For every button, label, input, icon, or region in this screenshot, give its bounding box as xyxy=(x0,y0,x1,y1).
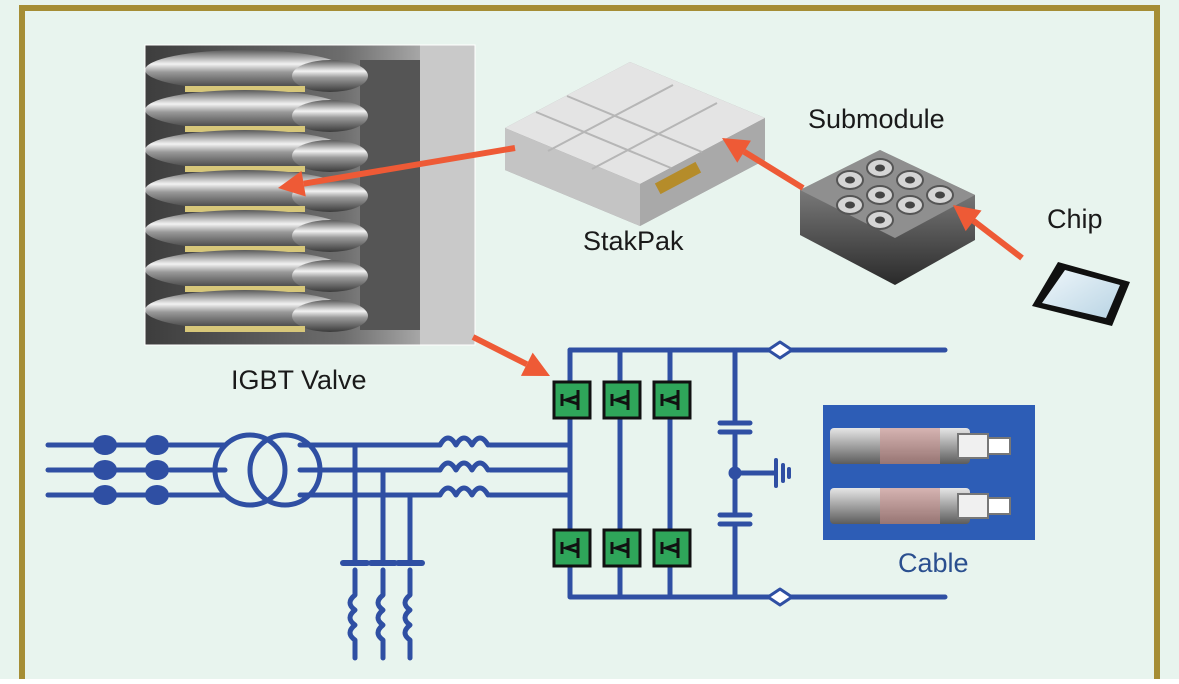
label-igbt-valve: IGBT Valve xyxy=(231,365,367,395)
label-stakpak: StakPak xyxy=(583,226,684,256)
cable-photo xyxy=(823,405,1035,540)
assembly-arrows xyxy=(278,138,1024,376)
label-cable: Cable xyxy=(898,548,969,578)
igbt-valve-photo xyxy=(144,44,476,346)
igbt-switches xyxy=(552,380,692,568)
label-submodule: Submodule xyxy=(808,104,945,134)
panel-frame xyxy=(19,5,1160,679)
label-chip: Chip xyxy=(1047,204,1103,234)
submodule-part xyxy=(800,150,975,285)
chip-part xyxy=(1032,262,1130,326)
